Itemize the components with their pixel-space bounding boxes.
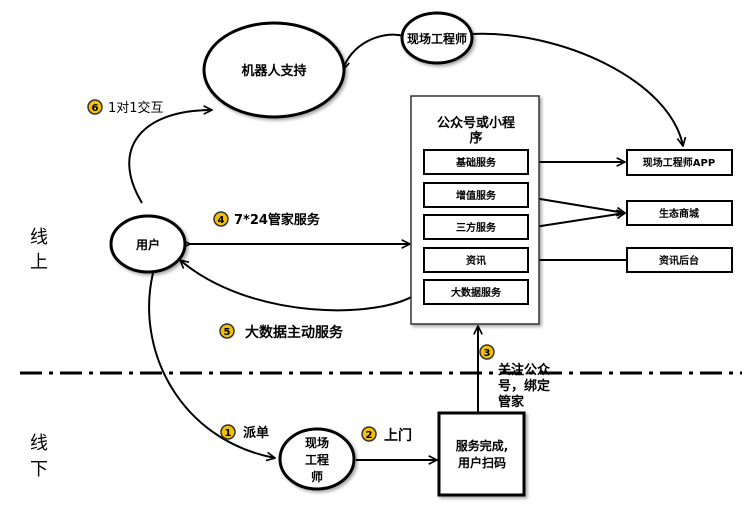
step-badge-3 bbox=[479, 344, 495, 360]
platform-item-big-data bbox=[423, 279, 529, 305]
step-badge-5-num: 5 bbox=[224, 327, 231, 338]
step-3-label-2: 号，绑定 bbox=[498, 378, 550, 394]
robot-support-node bbox=[202, 21, 346, 119]
platform-item-third-party-label: 三方服务 bbox=[456, 221, 497, 234]
step-1-label: 派单 bbox=[243, 425, 269, 441]
step-2-label: 上门 bbox=[384, 427, 412, 444]
step-badge-1 bbox=[220, 424, 236, 440]
robot-support-label: 机器人支持 bbox=[241, 63, 306, 79]
info-backend-label: 资讯后台 bbox=[659, 254, 699, 267]
step-badge-4-num: 4 bbox=[218, 215, 225, 226]
edge-engineer-to-app bbox=[471, 32, 683, 146]
edge-user-to-engineer bbox=[148, 272, 275, 458]
platform-title-1: 公众号或小程 bbox=[437, 115, 515, 131]
step-5: 5 大数据主动服务 bbox=[219, 323, 344, 341]
info-backend-box bbox=[626, 247, 733, 273]
step-badge-6-num: 6 bbox=[92, 103, 99, 114]
field-engineer-bottom-label-1: 现场 bbox=[305, 436, 329, 450]
platform-title-2: 序 bbox=[469, 130, 482, 146]
platform-item-basic bbox=[423, 149, 529, 175]
step-badge-6 bbox=[87, 99, 103, 115]
edge-third-to-mall bbox=[527, 213, 625, 229]
edge-bigdata-to-user bbox=[180, 260, 419, 312]
edge-user-to-robot bbox=[128, 110, 212, 204]
edge-engineer-to-robot bbox=[343, 33, 405, 70]
edge-value-to-mall bbox=[527, 196, 625, 213]
user-node bbox=[109, 214, 187, 274]
service-done-label-1: 服务完成, bbox=[456, 438, 509, 453]
step-badge-2-num: 2 bbox=[366, 430, 373, 441]
zone-offline-1: 线 bbox=[30, 433, 48, 454]
service-done-label-2: 用户扫码 bbox=[457, 455, 506, 470]
field-engineer-top-node bbox=[400, 11, 474, 65]
step-5-label: 大数据主动服务 bbox=[245, 324, 344, 341]
step-badge-1-num: 1 bbox=[225, 428, 232, 439]
field-engineer-bottom-label-3: 师 bbox=[311, 469, 323, 484]
user-label: 用户 bbox=[135, 237, 160, 252]
step-2: 2 上门 bbox=[361, 426, 412, 444]
platform-item-big-data-label: 大数据服务 bbox=[451, 286, 502, 299]
eco-mall-label: 生态商城 bbox=[659, 207, 699, 220]
step-6-label: 1对1交互 bbox=[108, 100, 164, 116]
step-3-label-1: 关注公众 bbox=[498, 362, 550, 378]
step-badge-2 bbox=[361, 426, 377, 442]
step-3-label-3: 管家 bbox=[498, 394, 525, 410]
zone-online-1: 线 bbox=[30, 227, 48, 248]
platform-item-basic-label: 基础服务 bbox=[455, 156, 497, 169]
field-engineer-bottom-node bbox=[278, 427, 356, 491]
zone-online-2: 上 bbox=[30, 252, 48, 273]
step-6: 6 1对1交互 bbox=[87, 99, 164, 116]
step-badge-4 bbox=[213, 211, 229, 227]
step-badge-5 bbox=[219, 323, 235, 339]
step-4: 4 7*24管家服务 bbox=[213, 211, 321, 228]
step-badge-3-num: 3 bbox=[484, 348, 491, 359]
field-engineer-bottom-label-2: 工程 bbox=[305, 452, 329, 467]
field-engineer-top-label: 现场工程师 bbox=[407, 31, 467, 46]
platform-item-value-added bbox=[423, 182, 529, 208]
step-1: 1 派单 bbox=[220, 424, 269, 441]
step-4-label: 7*24管家服务 bbox=[234, 212, 321, 228]
service-done-node bbox=[437, 411, 526, 497]
eco-mall-box bbox=[626, 200, 733, 226]
platform-item-info bbox=[423, 247, 529, 273]
step-3: 3 关注公众 号，绑定 管家 bbox=[479, 344, 550, 410]
engineer-app-box bbox=[626, 149, 733, 176]
platform-item-info-label: 资讯 bbox=[466, 254, 486, 267]
zone-offline-2: 下 bbox=[30, 459, 48, 480]
engineer-app-label: 现场工程师APP bbox=[643, 156, 715, 169]
platform-item-value-added-label: 增值服务 bbox=[456, 189, 497, 202]
platform-item-third-party bbox=[423, 214, 529, 240]
